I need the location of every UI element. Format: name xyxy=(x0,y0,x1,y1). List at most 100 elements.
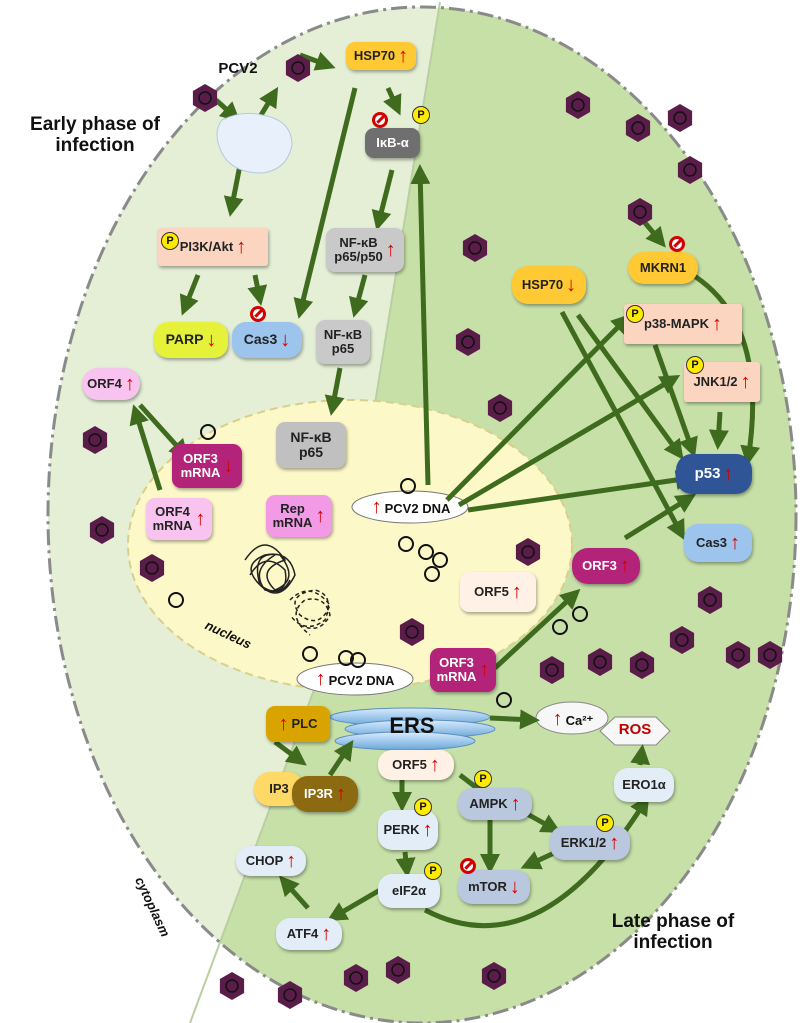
ero1a-node: ERO1α xyxy=(614,768,674,802)
orf5-nuc-node: ORF5 xyxy=(460,572,536,612)
jnk-text: JNK1/2 xyxy=(693,373,738,389)
phospho-badge-ampk: P xyxy=(474,770,492,788)
viral-dna-circle xyxy=(432,552,448,568)
early-phase-label: Early phase of infection xyxy=(30,114,160,156)
inhibition-icon-cas3 xyxy=(250,306,266,322)
virus-particle xyxy=(539,656,565,684)
p53-node: p53 xyxy=(676,454,752,494)
late-phase-label: Late phase of infection xyxy=(611,911,735,953)
orf4-mrna-text-b: mRNA xyxy=(152,518,193,533)
virus-particle xyxy=(487,394,513,422)
rep-mrna-text-b: mRNA xyxy=(272,515,313,530)
endosome-shape xyxy=(216,112,293,174)
virus-particle xyxy=(565,91,591,119)
ros-shape xyxy=(599,716,671,746)
hsp70-top-text: HSP70 xyxy=(353,47,396,63)
orf5-nuc-text: ORF5 xyxy=(474,583,509,599)
orf3-mrna2-text-b: mRNA xyxy=(436,669,477,684)
virus-particles xyxy=(82,54,783,1009)
ikba-text: IκB-α xyxy=(376,134,409,150)
virus-particle xyxy=(669,626,695,654)
virus-particle xyxy=(82,426,108,454)
hsp70-right-node: HSP70 xyxy=(512,266,586,304)
mtor-node: mTOR xyxy=(458,870,530,904)
virus-particle xyxy=(89,516,115,544)
virus-particle xyxy=(219,972,245,1000)
mkrn1-node: MKRN1 xyxy=(628,252,698,284)
virus-particle xyxy=(462,234,488,262)
virus-particle xyxy=(277,981,303,1009)
perk-text: PERK xyxy=(383,821,420,837)
virus-particle xyxy=(343,964,369,992)
chop-node: CHOP xyxy=(236,846,306,876)
virus-particle xyxy=(285,54,311,82)
pcv2-label: PCV2 xyxy=(218,60,258,77)
p53-text: p53 xyxy=(694,464,721,482)
virus-particle xyxy=(725,641,751,669)
virus-particle xyxy=(192,84,218,112)
parp-text: PARP xyxy=(165,331,204,348)
nfkb-p65p50-text-b: p65/p50 xyxy=(334,249,383,264)
viral-dna-circles xyxy=(168,424,588,708)
inhibition-icon-mtor xyxy=(460,858,476,874)
viral-dna-circle xyxy=(200,424,216,440)
viral-dna-circle xyxy=(418,544,434,560)
atf4-node: ATF4 xyxy=(276,918,342,950)
orf3-mrna-text-a: ORF3 xyxy=(183,450,218,466)
parp-node: PARP xyxy=(154,322,228,358)
erk-text: ERK1/2 xyxy=(560,834,607,850)
er-stack xyxy=(329,707,496,751)
pcv2-dna-label-1: PCV2 DNA xyxy=(356,496,466,518)
viral-dna-circle xyxy=(338,650,354,666)
mtor-text: mTOR xyxy=(468,878,507,894)
virus-particle xyxy=(677,156,703,184)
plc-text: PLC xyxy=(291,715,318,731)
viral-dna-circle xyxy=(496,692,512,708)
virus-particle xyxy=(697,586,723,614)
ers-label: ERS xyxy=(389,713,435,738)
nfkb-p65-cyto-text-b: p65 xyxy=(331,341,355,356)
virus-particle xyxy=(627,198,653,226)
plc-node: PLC xyxy=(266,706,330,742)
pi3k-text: PI3K/Akt xyxy=(179,238,234,254)
virus-particle xyxy=(515,538,541,566)
phospho-badge-perk: P xyxy=(414,798,432,816)
virus-particle xyxy=(625,114,651,142)
erk-node: ERK1/2 xyxy=(550,826,630,860)
orf4-text: ORF4 xyxy=(87,375,122,391)
ca-label: Ca²⁺ xyxy=(538,708,608,730)
nfkb-p65-nuc-text-b: p65 xyxy=(298,444,324,460)
phospho-badge-erk: P xyxy=(596,814,614,832)
ampk-text: AMPK xyxy=(469,795,508,811)
rep-mrna-text-a: Rep xyxy=(280,500,305,516)
viral-dna-circle xyxy=(302,646,318,662)
ip3r-node: IP3R xyxy=(292,776,358,812)
pcv2-dna-label-2: PCV2 DNA xyxy=(300,668,410,690)
phospho-badge-ikba: P xyxy=(412,106,430,124)
virus-particle xyxy=(757,641,783,669)
orf3-mrna-text-b: mRNA xyxy=(180,465,221,480)
inhibition-icon-mkrn1 xyxy=(669,236,685,252)
phospho-badge-jnk: P xyxy=(686,356,704,374)
orf4-node: ORF4 xyxy=(82,368,140,400)
nfkb-p65-cyto-text-a: NF-κB xyxy=(323,326,363,342)
viral-dna-circle xyxy=(400,478,416,494)
ero1a-text: ERO1α xyxy=(622,776,666,792)
mkrn1-text: MKRN1 xyxy=(639,259,687,275)
nfkb-p65-nuc-text-a: NF-κB xyxy=(290,428,332,445)
phospho-badge-eif2a: P xyxy=(424,862,442,880)
phospho-badge-pi3k: P xyxy=(161,232,179,250)
orf3-cyto-node: ORF3 xyxy=(572,548,640,584)
ip3-text: IP3 xyxy=(269,780,289,796)
virus-particle xyxy=(455,328,481,356)
viral-dna-circle xyxy=(168,592,184,608)
viral-dna-circle xyxy=(398,536,414,552)
p38-text: p38-MAPK xyxy=(643,315,709,331)
nfkb-p65p50-text-a: NF-κB xyxy=(339,234,378,250)
eif2a-text: eIF2α xyxy=(391,882,426,898)
